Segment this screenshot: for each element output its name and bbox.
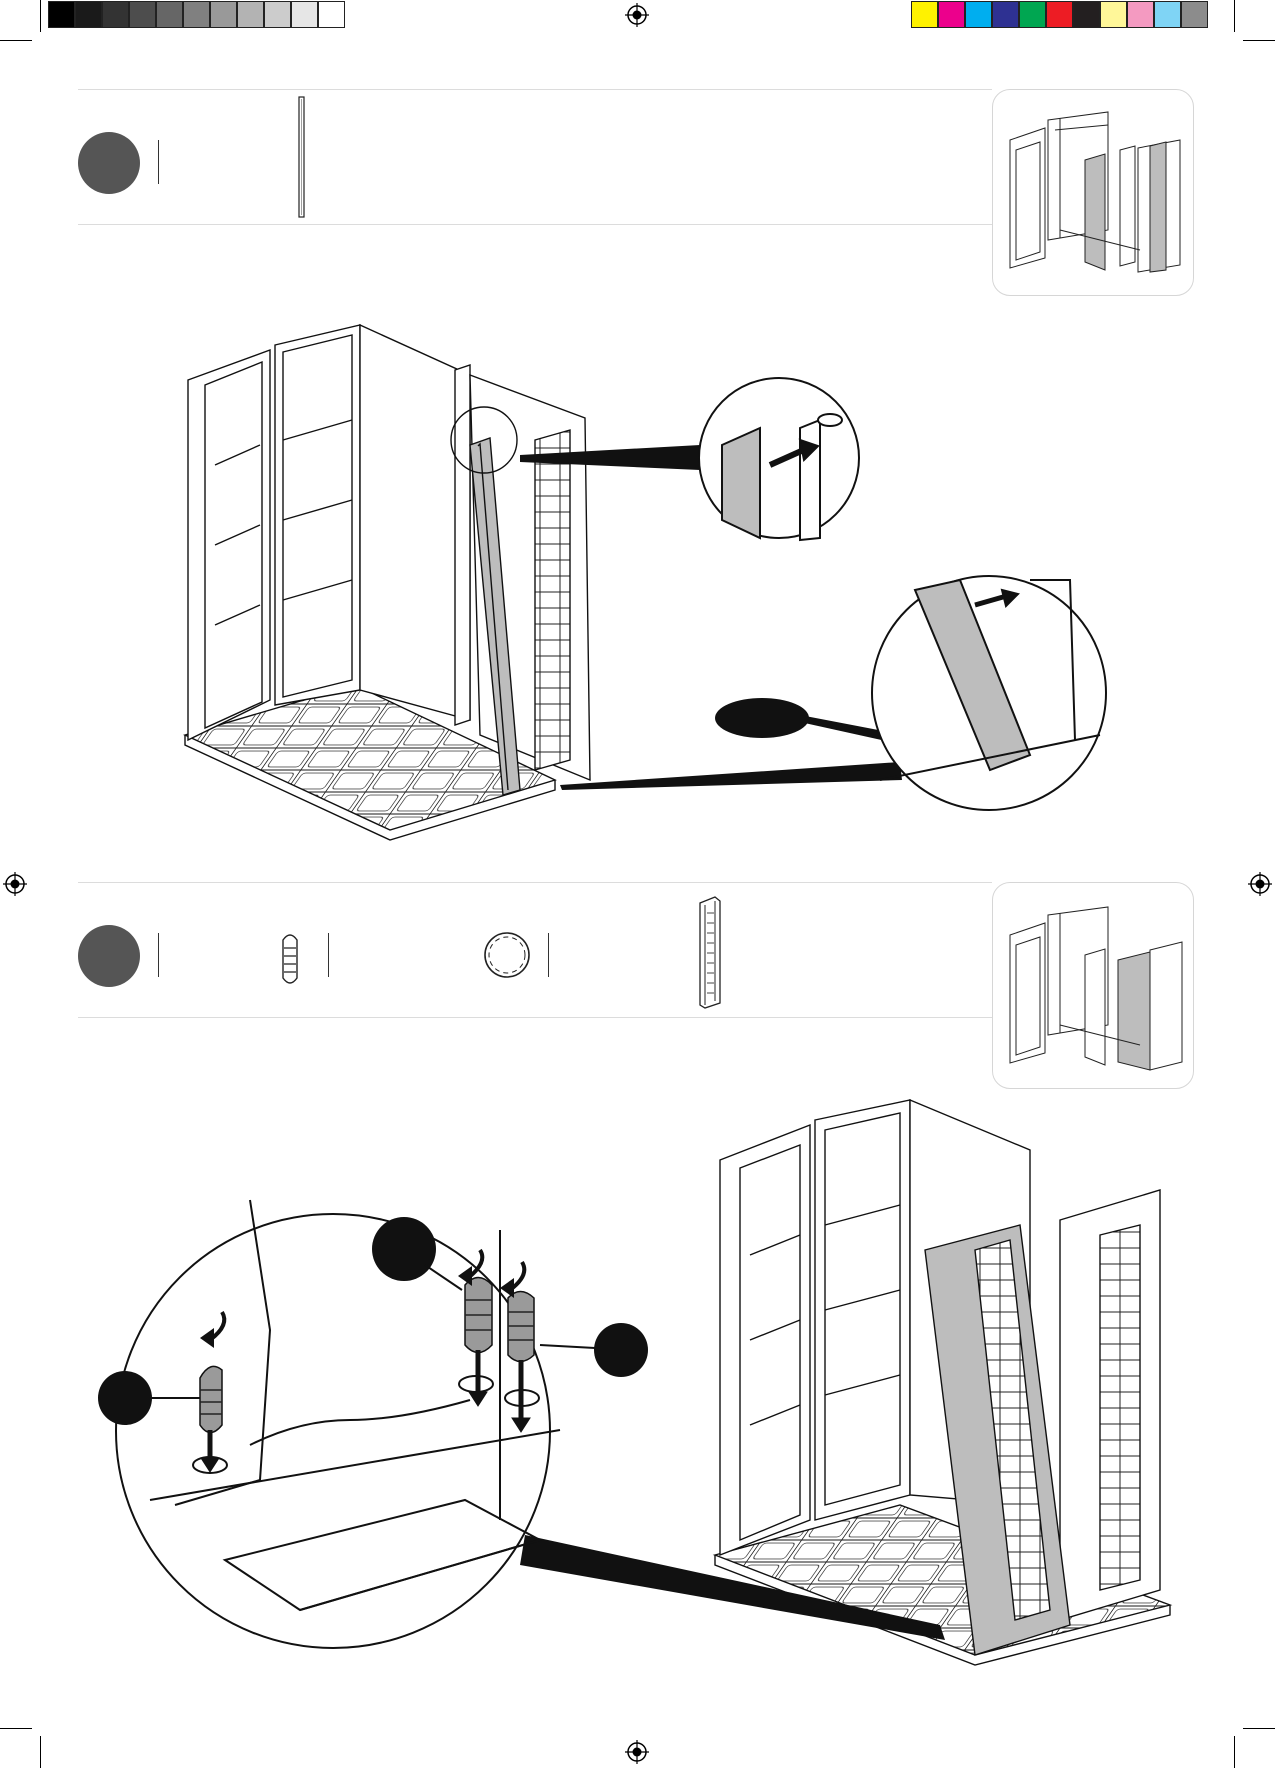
callout-dot [372,1217,436,1281]
thumbnail-shed-illustration [1010,907,1182,1070]
callout-wedge [560,762,902,790]
screw-anchor-left [200,1366,222,1432]
screw-anchor-right [508,1292,534,1362]
detail-magnifier-anchors [116,1200,560,1648]
shed-assembly-step-a [185,325,590,840]
detail-magnifier-bottom [872,576,1106,810]
thumbnail-shed-illustration [1010,112,1180,272]
callout-dot [98,1371,152,1425]
shed-assembly-step-b [715,1100,1170,1665]
callout-dot [594,1323,648,1377]
detail-magnifier-top [699,378,859,540]
callout-label-bubble [715,698,809,738]
screw-anchor-middle [465,1278,492,1353]
